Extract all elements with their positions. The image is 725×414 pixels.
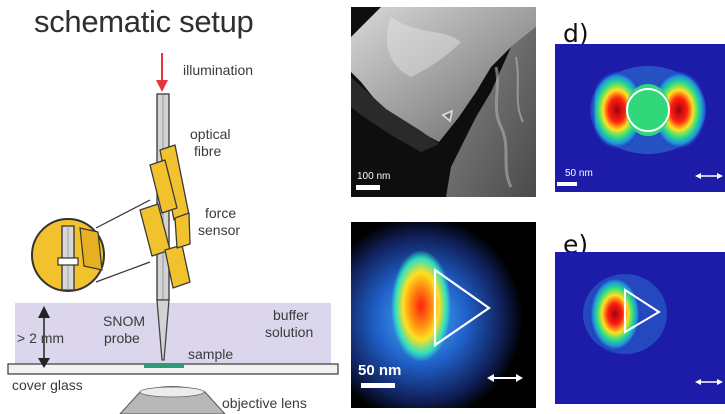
schematic-title: schematic setup xyxy=(34,4,254,39)
sensor-label: sensor xyxy=(198,222,241,238)
panel-d-scalebar-label: 50 nm xyxy=(565,168,593,179)
schematic-diagram xyxy=(7,53,339,414)
panel-c-scalebar-label: 50 nm xyxy=(358,362,402,379)
panel-d-letter: d) xyxy=(563,19,589,48)
solution-label: solution xyxy=(265,324,314,340)
panel-d-simulation xyxy=(555,44,725,192)
illumination-label: illumination xyxy=(183,62,254,78)
panel-b-scalebar-label: 100 nm xyxy=(357,171,391,182)
objective-lens xyxy=(119,386,226,414)
panel-d-polarization-arrow xyxy=(695,173,723,179)
sample-label: sample xyxy=(188,346,234,362)
cover-glass-label: cover glass xyxy=(12,377,83,393)
force-label: force xyxy=(205,205,237,221)
panel-c-polarization-arrow xyxy=(487,374,523,382)
snom-label: SNOM xyxy=(103,313,145,329)
panel-e-polarization-arrow xyxy=(695,379,723,385)
zoom-line-bottom xyxy=(95,261,151,283)
buffer-solution-region xyxy=(15,303,331,365)
panel-e-simulation xyxy=(555,252,725,404)
zoom-circle xyxy=(31,218,105,292)
illumination-arrow xyxy=(156,53,168,92)
zoom-line-top xyxy=(95,199,151,229)
probe-label: probe xyxy=(104,330,140,346)
buffer-label: buffer xyxy=(273,307,309,323)
objective-lens-label: objective lens xyxy=(222,395,307,411)
panel-b-sem-image xyxy=(351,7,536,197)
optical-label: optical xyxy=(190,126,231,142)
sample-layer xyxy=(144,364,184,368)
panel-c-measurement xyxy=(351,222,536,408)
height-label: > 2 mm xyxy=(17,330,65,346)
height-arrow xyxy=(38,306,50,368)
fibre-label: fibre xyxy=(194,143,222,159)
force-sensor xyxy=(139,144,191,289)
